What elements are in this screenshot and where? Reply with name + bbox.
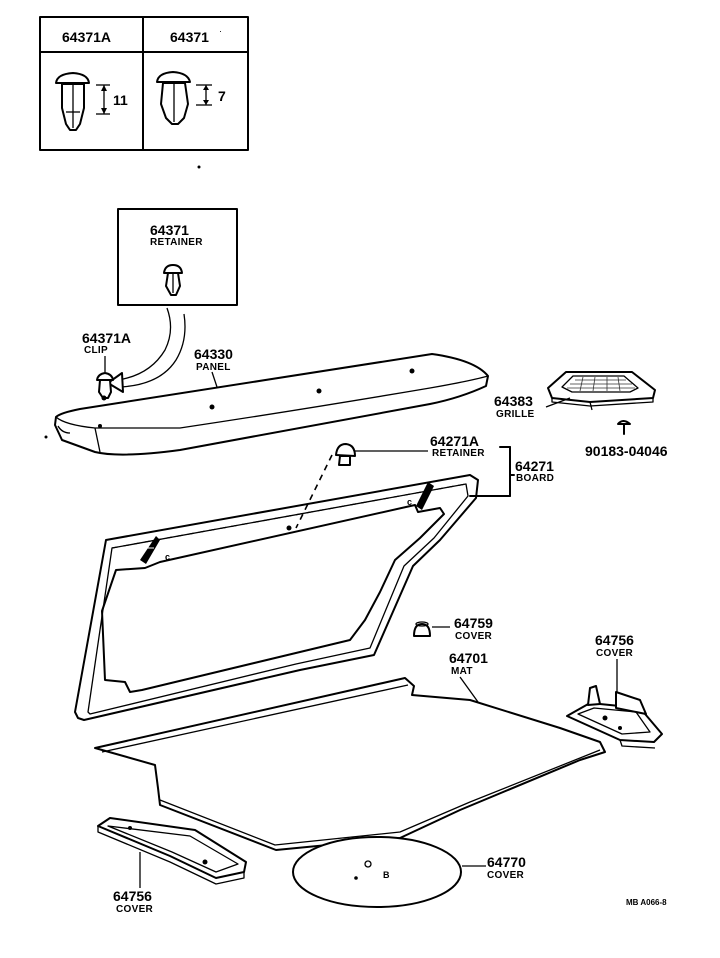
inset-header-64371: 64371 xyxy=(170,29,209,45)
dimension-11: 11 xyxy=(96,84,128,115)
left-cover-number: 64756 xyxy=(113,888,152,904)
retainer-to-clip-arrow xyxy=(107,307,186,393)
board-clip-left xyxy=(140,536,160,564)
screw-number: 90183-04046 xyxy=(585,443,668,459)
grille-part xyxy=(547,371,656,411)
svg-text:c: c xyxy=(407,497,412,507)
grille-number: 64383 xyxy=(494,393,533,409)
clip-64371a-icon xyxy=(55,72,90,131)
panel-number: 64330 xyxy=(194,346,233,362)
board-name: BOARD xyxy=(516,473,554,484)
panel-name: PANEL xyxy=(196,362,231,373)
right-cover-part xyxy=(566,685,663,749)
board-retainer-number: 64271A xyxy=(430,433,479,449)
board-clip-right xyxy=(416,482,434,510)
trunk-mat xyxy=(94,677,606,851)
dimension-7-label: 7 xyxy=(218,88,226,104)
small-cover-name: COVER xyxy=(455,631,493,642)
left-cover-name: COVER xyxy=(116,904,154,915)
grille-name: GRILLE xyxy=(496,409,534,420)
retainer-box-name: RETAINER xyxy=(150,237,203,248)
mat-number: 64701 xyxy=(449,650,488,666)
retainer-box-number: 64371 xyxy=(150,222,189,238)
right-cover-number: 64756 xyxy=(595,632,634,648)
clip-name: CLIP xyxy=(84,345,108,356)
clip-number: 64371A xyxy=(82,330,131,346)
small-cover-icon xyxy=(413,621,450,637)
retainer-detail-box: 64371 RETAINER xyxy=(117,208,238,306)
retainer-icon xyxy=(163,264,183,296)
dimension-11-label: 11 xyxy=(113,92,128,108)
right-cover-name: COVER xyxy=(596,648,634,659)
screw-icon xyxy=(617,420,631,435)
round-cover-name: COVER xyxy=(487,870,525,881)
diagram-code: MB A066-8 xyxy=(626,898,667,907)
inset-clip-table: 64371A 64371 · 11 7 xyxy=(39,16,249,151)
board-retainer-icon xyxy=(335,443,428,466)
round-cover-number: 64770 xyxy=(487,854,526,870)
package-tray-panel xyxy=(54,353,489,456)
clip-icon xyxy=(96,372,114,399)
svg-text:c: c xyxy=(165,552,170,562)
board-number: 64271 xyxy=(515,458,554,474)
dimension-7: 7 xyxy=(196,84,226,106)
inset-header-64371a: 64371A xyxy=(62,29,111,45)
inset-mark: · xyxy=(219,26,222,36)
trunk-board: c c xyxy=(74,474,479,721)
small-cover-number: 64759 xyxy=(454,615,493,631)
clip-64371-icon xyxy=(156,71,191,125)
board-retainer-name: RETAINER xyxy=(432,448,485,459)
mat-name: MAT xyxy=(451,666,473,677)
round-cover-part: B xyxy=(292,836,486,908)
svg-text:B: B xyxy=(383,870,390,880)
left-cover-part xyxy=(97,817,247,885)
